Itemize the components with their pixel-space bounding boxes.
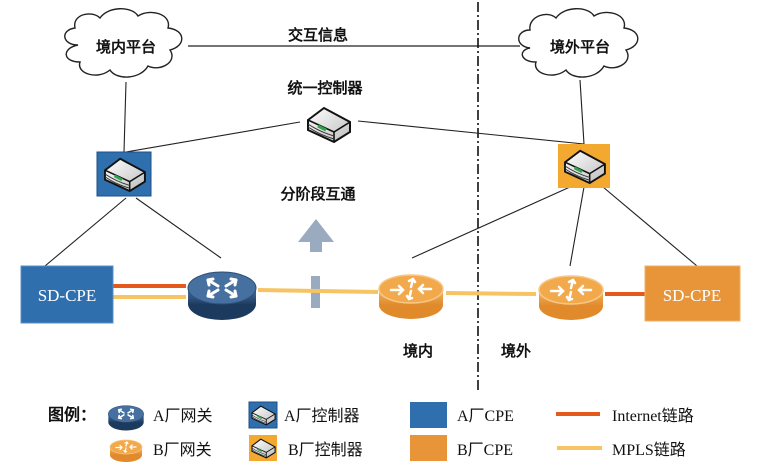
controller-b	[558, 144, 610, 188]
phased-interconnect-label: 分阶段互通	[280, 185, 355, 203]
legend-controller-b-icon	[249, 435, 277, 461]
domestic-label: 境内	[403, 342, 433, 360]
cloud-overseas-platform: 境外平台	[518, 8, 639, 78]
legend-label-router-b: B厂网关	[153, 441, 212, 459]
legend-title: 图例：	[48, 405, 96, 424]
gateway-b-overseas-router-icon	[537, 274, 605, 322]
legend-controller-a-icon	[248, 401, 278, 429]
legend-label-cpe-a: A厂CPE	[457, 408, 514, 425]
control-lines	[44, 79, 698, 267]
legend-router-a-icon	[107, 404, 145, 432]
legend-label-router-a: A厂网关	[153, 407, 213, 425]
overseas-platform-label: 境外平台	[550, 38, 610, 56]
legend-router-b-icon	[109, 439, 143, 463]
mpls-link-b	[445, 291, 537, 296]
legend: 图例： A厂网关 A厂控制器 A厂CPE Internet链路 B厂网关 B厂控…	[48, 401, 694, 463]
unified-controller-icon	[306, 106, 352, 144]
legend-label-controller-b: B厂控制器	[288, 441, 363, 459]
sd-cpe-a-label: SD-CPE	[38, 286, 97, 305]
legend-label-cpe-b: B厂CPE	[457, 442, 513, 459]
sd-cpe-b-label: SD-CPE	[663, 286, 722, 305]
sd-cpe-a: SD-CPE	[20, 265, 114, 324]
legend-cpe-a-swatch	[410, 402, 447, 428]
gateway-a-router-icon	[186, 270, 258, 322]
cloud-domestic-platform: 境内平台	[64, 8, 183, 78]
sd-cpe-b: SD-CPE	[644, 265, 741, 322]
domestic-platform-label: 境内平台	[96, 38, 156, 56]
unified-controller-label: 统一控制器	[287, 79, 363, 97]
controller-a	[96, 151, 152, 197]
upward-arrow-icon	[298, 219, 334, 308]
legend-label-controller-a: A厂控制器	[284, 407, 360, 425]
legend-label-internet-link: Internet链路	[612, 407, 694, 425]
overseas-label: 境外	[501, 342, 531, 360]
legend-label-mpls-link: MPLS链路	[612, 441, 686, 459]
mpls-link-interconnect	[257, 288, 379, 294]
legend-cpe-b-swatch	[410, 435, 447, 461]
gateway-b-domestic-router-icon	[377, 273, 445, 321]
interaction-info-label: 交互信息	[288, 26, 348, 44]
